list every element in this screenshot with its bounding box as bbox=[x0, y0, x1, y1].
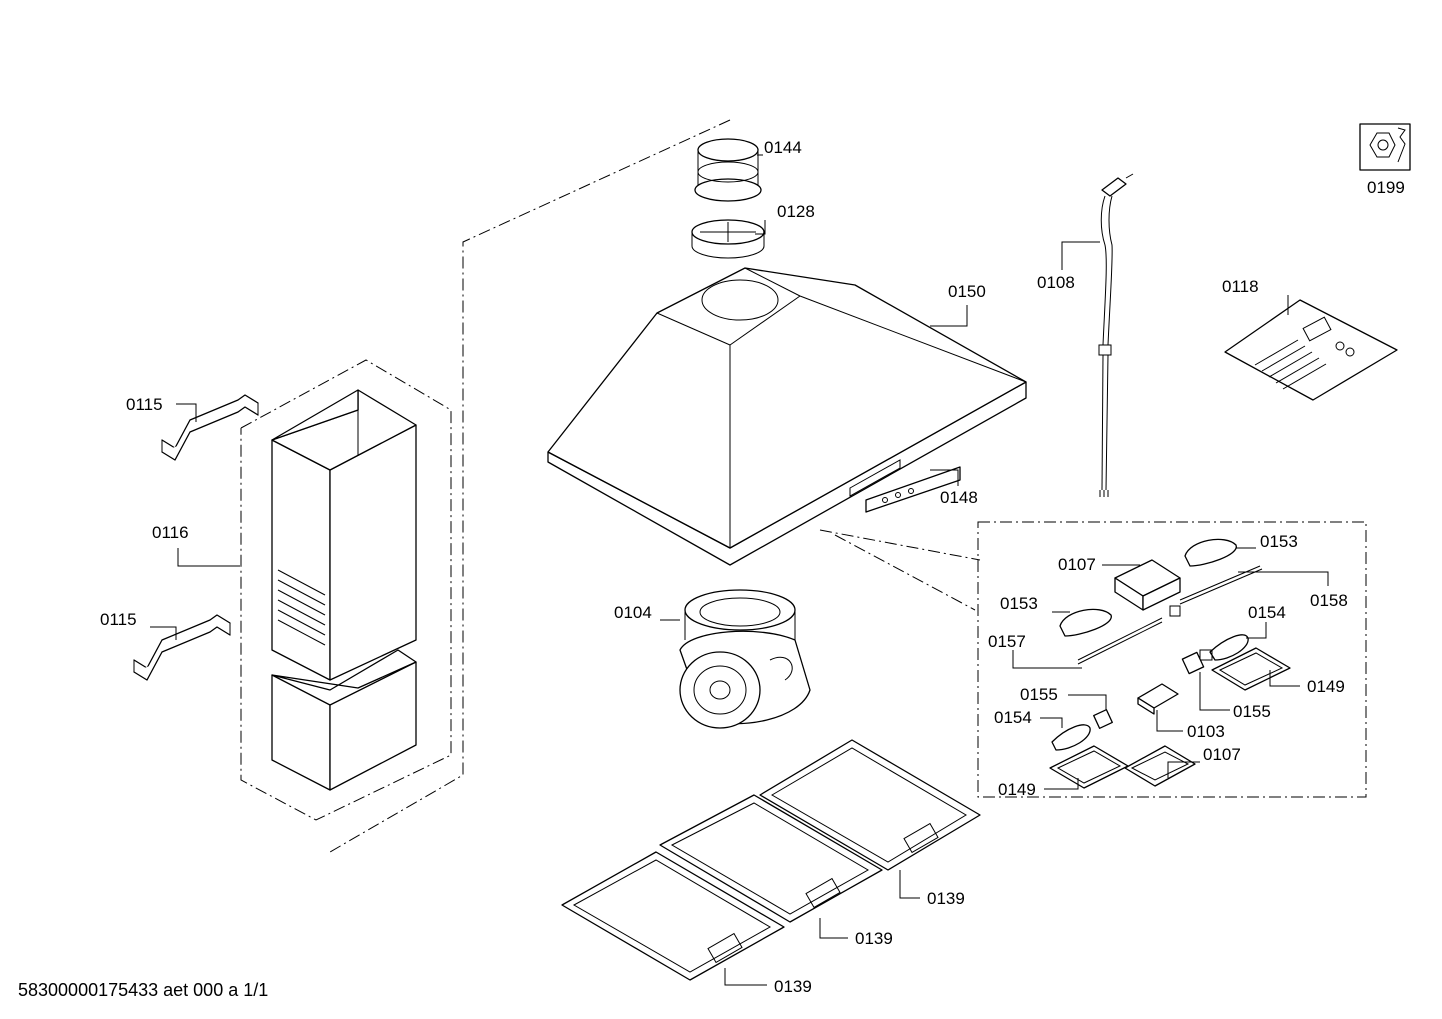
lamp-glass-right[interactable] bbox=[1211, 647, 1291, 691]
installation-hardware-bag[interactable] bbox=[1224, 299, 1398, 401]
grease-filter-middle[interactable] bbox=[659, 794, 883, 923]
callout-0149-left: 0149 bbox=[998, 780, 1036, 799]
assembly-boundary-lines bbox=[240, 119, 1367, 853]
wall-bracket-top[interactable] bbox=[161, 394, 259, 461]
range-hood-body[interactable] bbox=[547, 267, 1027, 566]
electronic-module-top[interactable] bbox=[1114, 559, 1181, 611]
callout-0157: 0157 bbox=[988, 632, 1026, 651]
lamp-cover-right[interactable] bbox=[1184, 538, 1237, 567]
grease-filter-left[interactable] bbox=[561, 851, 785, 981]
callout-0154-left: 0154 bbox=[994, 708, 1032, 727]
duct-vent-slots bbox=[277, 569, 326, 646]
lamp-cover-left[interactable] bbox=[1059, 608, 1112, 637]
lamp-socket-left[interactable] bbox=[1093, 709, 1113, 729]
service-tool-icon bbox=[1359, 123, 1411, 171]
callout-0149-right: 0149 bbox=[1307, 677, 1345, 696]
backdraft-valve[interactable] bbox=[691, 219, 765, 259]
callout-leader-lines bbox=[150, 154, 1329, 986]
exhaust-collar[interactable] bbox=[694, 138, 762, 202]
callout-0108: 0108 bbox=[1037, 273, 1075, 292]
wall-bracket-bottom[interactable] bbox=[133, 614, 231, 681]
lamp-socket-right[interactable] bbox=[1181, 651, 1205, 675]
lighting-electronics-detail bbox=[1049, 538, 1291, 789]
chimney-duct-cover[interactable] bbox=[271, 389, 417, 791]
power-cord[interactable] bbox=[1098, 173, 1134, 497]
callout-0153-left: 0153 bbox=[1000, 594, 1038, 613]
callout-0148: 0148 bbox=[940, 488, 978, 507]
callout-0158: 0158 bbox=[1310, 591, 1348, 610]
callout-0139-right: 0139 bbox=[927, 889, 965, 908]
callout-0153-right: 0153 bbox=[1260, 532, 1298, 551]
blower-motor[interactable] bbox=[679, 589, 811, 729]
lamp-glass-left[interactable] bbox=[1049, 745, 1129, 789]
grease-filter-right[interactable] bbox=[759, 739, 981, 871]
callout-0155-top: 0155 bbox=[1020, 685, 1058, 704]
callout-0128: 0128 bbox=[777, 202, 815, 221]
callout-labels: 0144 0128 0150 0108 0118 0199 0115 0116 … bbox=[100, 138, 1405, 996]
control-panel[interactable] bbox=[865, 466, 961, 513]
callout-0144: 0144 bbox=[764, 138, 802, 157]
document-code: 58300000175433 aet 000 a 1/1 bbox=[18, 980, 269, 1000]
callout-0139-bottom: 0139 bbox=[774, 977, 812, 996]
callout-0107-bottom: 0107 bbox=[1203, 745, 1241, 764]
bulb-left[interactable] bbox=[1051, 724, 1091, 751]
callout-0103: 0103 bbox=[1187, 722, 1225, 741]
callout-0150: 0150 bbox=[948, 282, 986, 301]
callout-0104: 0104 bbox=[614, 603, 652, 622]
callout-0139-mid: 0139 bbox=[855, 929, 893, 948]
callout-0199: 0199 bbox=[1367, 178, 1405, 197]
callout-0155-right: 0155 bbox=[1233, 702, 1271, 721]
callout-0154-right: 0154 bbox=[1248, 603, 1286, 622]
callout-0116: 0116 bbox=[152, 523, 189, 542]
callout-0115-top: 0115 bbox=[126, 395, 163, 414]
electronic-module-bottom[interactable] bbox=[1124, 745, 1196, 787]
callout-0118: 0118 bbox=[1222, 277, 1259, 296]
callout-0107-top: 0107 bbox=[1058, 555, 1096, 574]
callout-0115-bottom: 0115 bbox=[100, 610, 137, 629]
switch-block[interactable] bbox=[1137, 683, 1179, 715]
